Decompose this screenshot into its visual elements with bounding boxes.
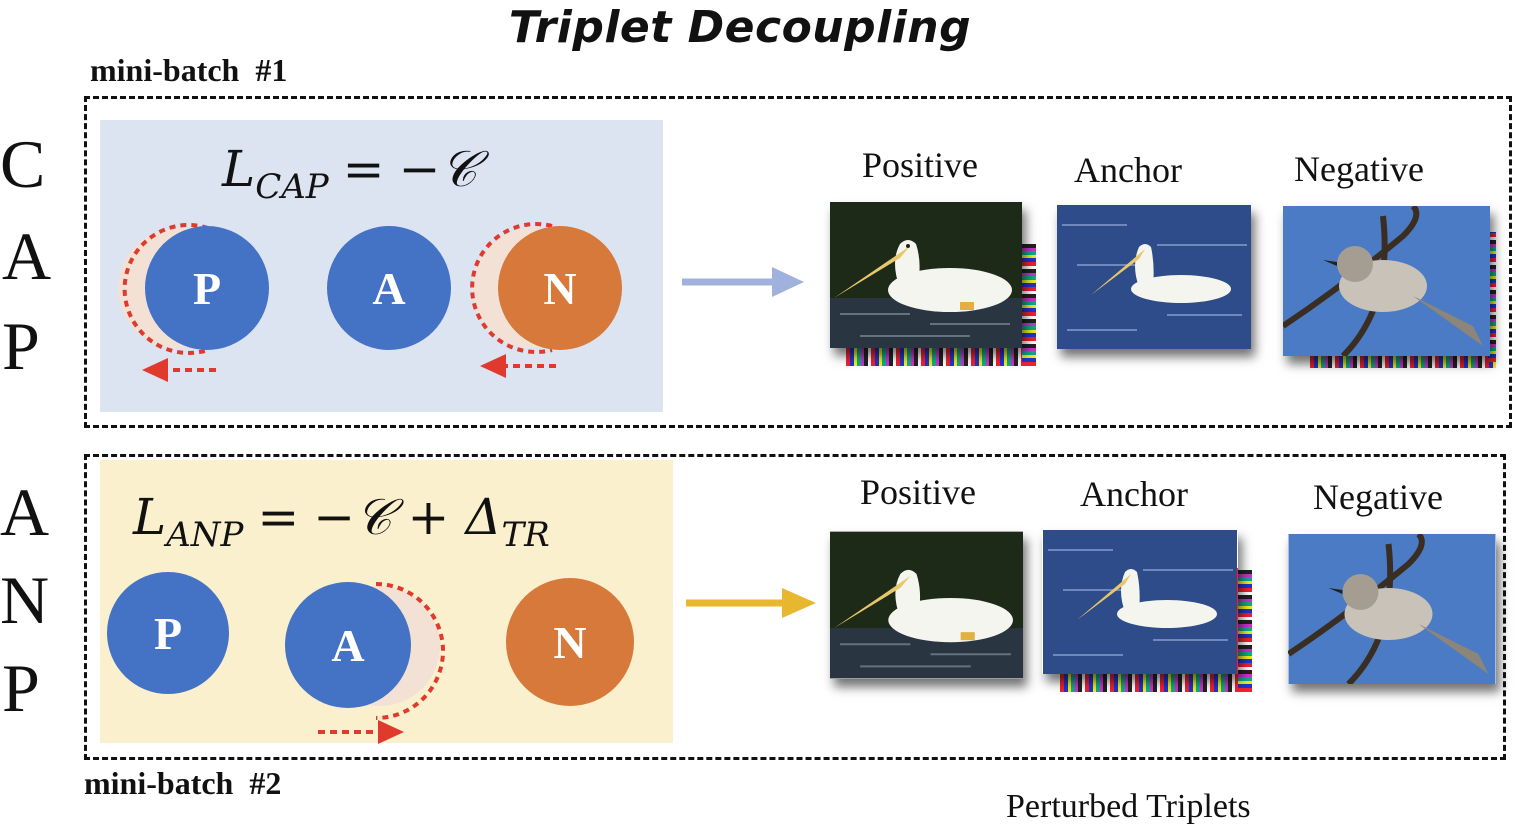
cap-negative-circle: N	[498, 226, 622, 350]
anp-negative-circle: N	[506, 578, 634, 706]
side-letter-p2: P	[2, 650, 40, 726]
anp-equals: =	[257, 488, 300, 546]
anp-anchor-pelican-image	[1043, 530, 1237, 674]
cap-negative-bird-image	[1283, 206, 1490, 356]
cap-panel	[84, 96, 1512, 428]
anp-positive-circle: P	[107, 572, 229, 694]
side-letter-c: C	[0, 126, 46, 202]
anp-anchor-label: Anchor	[1080, 474, 1188, 514]
cap-positive-noise-edge	[1022, 242, 1036, 366]
perturbed-triplets-caption: Perturbed Triplets	[1006, 788, 1251, 825]
side-letter-a2: A	[0, 474, 50, 550]
n-red-arrowhead	[480, 354, 506, 378]
cap-loss-subscript: CAP	[255, 167, 329, 207]
a-red-arrowhead	[378, 720, 404, 744]
n-red-arc	[470, 222, 553, 354]
anp-loss-subscript: ANP	[166, 515, 244, 555]
cap-right-arrow	[682, 267, 804, 297]
cap-negative-label: Negative	[1294, 149, 1424, 189]
side-letter-n: N	[0, 562, 50, 638]
cap-anchor-label: Anchor	[1074, 150, 1182, 190]
cap-positive-pelican-image	[830, 202, 1022, 348]
anp-formula: LANP =−𝒞 + ΔTR	[133, 488, 550, 555]
anp-anchor-circle: A	[285, 582, 411, 708]
anp-positive-pelican-image	[830, 531, 1023, 679]
anp-negative-bird-image	[1288, 534, 1496, 684]
cap-loss-symbol: L	[222, 140, 256, 198]
a-red-arc	[375, 582, 445, 720]
cap-equals: =	[342, 140, 385, 198]
anp-rhs: −𝒞 + Δ	[313, 488, 502, 546]
anp-anchor-noise-edge	[1238, 568, 1252, 692]
side-letter-p: P	[2, 308, 40, 384]
anp-positive-label: Positive	[860, 472, 977, 512]
cap-positive-label: Positive	[862, 145, 979, 185]
anp-right-arrow	[686, 588, 816, 618]
anp-negative-label: Negative	[1313, 477, 1443, 517]
anp-rhs-subscript: TR	[501, 515, 550, 555]
anp-loss-symbol: L	[133, 488, 167, 546]
cap-anchor-circle: A	[327, 226, 451, 350]
minibatch-1-label: mini-batch #1	[90, 52, 288, 88]
anp-panel	[84, 454, 1506, 760]
cap-anchor-pelican-image	[1057, 205, 1251, 349]
minibatch-2-label: mini-batch #2	[84, 765, 282, 801]
cap-rhs: −𝒞	[398, 140, 477, 198]
p-red-arrowhead	[142, 358, 168, 382]
p-red-arc	[122, 223, 209, 355]
cap-negative-noise-edge	[1488, 232, 1496, 362]
cap-formula: LCAP =−𝒞	[222, 140, 477, 207]
cap-positive-circle: P	[145, 226, 269, 350]
diagram-title: Triplet Decoupling	[508, 2, 972, 53]
side-letter-a: A	[2, 218, 52, 294]
